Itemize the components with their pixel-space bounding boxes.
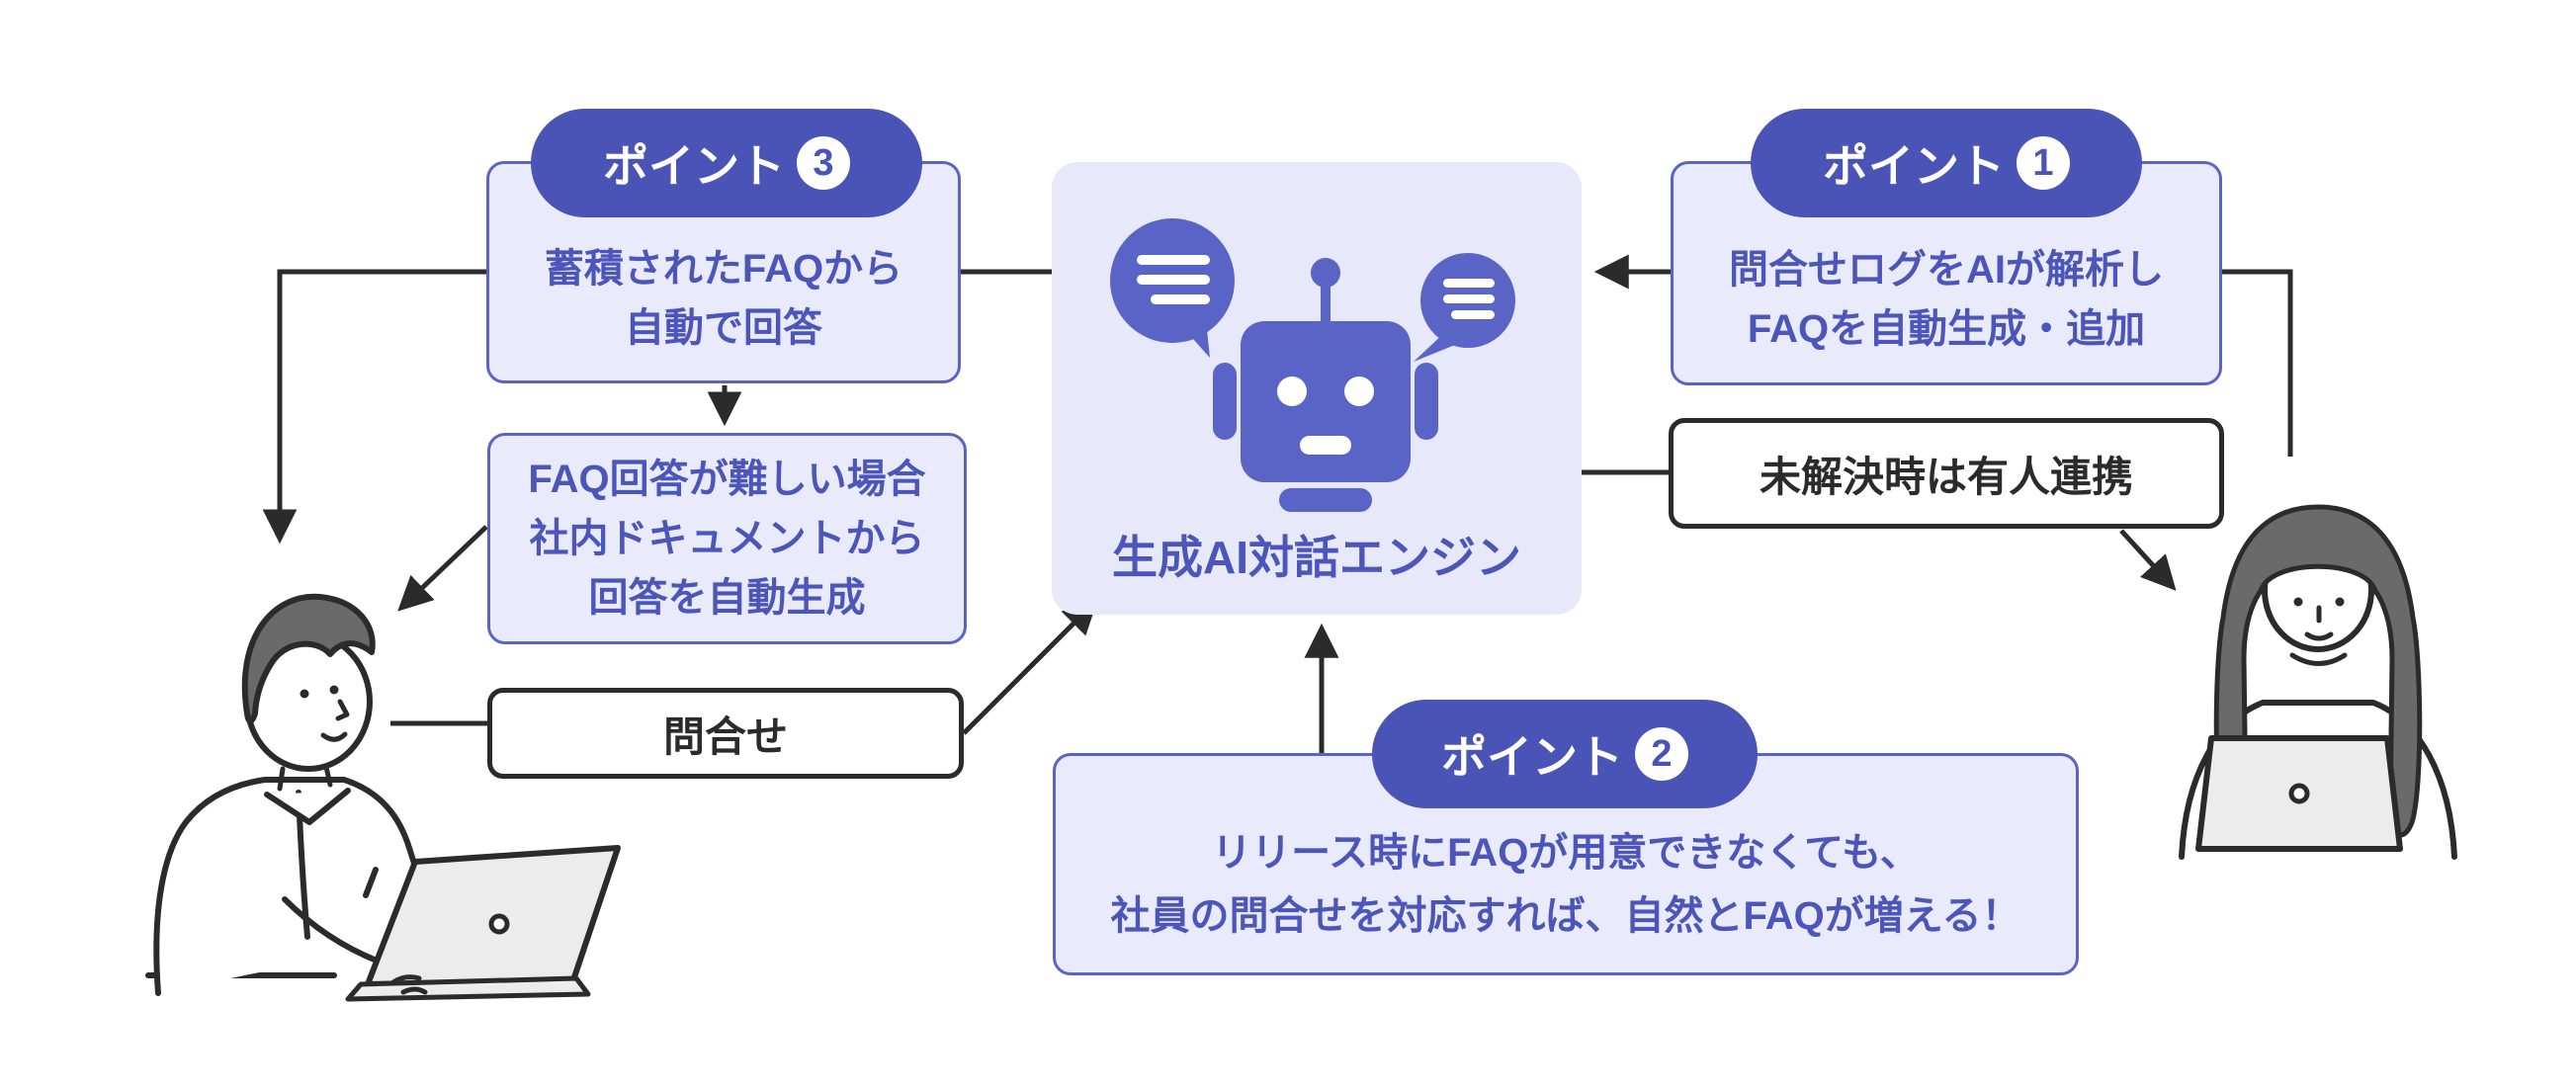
robot-icon [1110, 218, 1515, 512]
point1-text: 問合せログをAIが解析し FAQを自動生成・追加 [1729, 247, 2164, 351]
fallback-box: FAQ回答が難しい場合 社内ドキュメントから 回答を自動生成 [487, 433, 967, 644]
operator-at-laptop-illustration [2179, 504, 2457, 860]
connector-inquiry-to-engine [962, 599, 1098, 735]
point3-badge: ポイント 3 [531, 109, 922, 217]
point1-badge-label: ポイント [1823, 140, 2005, 192]
connector-fallback-to-employee [397, 525, 488, 612]
connector-point1-to-operator [2222, 269, 2293, 457]
point1-badge-number-icon: 1 [2017, 136, 2070, 190]
point3-text: 蓄積されたFAQから 自動で回答 [544, 246, 903, 350]
handoff-text: 未解決時は有人連携 [1759, 453, 2133, 500]
point2-badge-number-icon: 2 [1635, 727, 1688, 781]
inquiry-box: 問合せ [487, 688, 964, 779]
engine-box: 生成AI対話エンジン [1052, 162, 1582, 615]
connector-handoff-to-operator [2119, 529, 2177, 591]
point2-badge: ポイント 2 [1372, 700, 1758, 808]
speech-bubble-right-icon [1414, 253, 1515, 362]
point3-badge-label: ポイント [603, 140, 785, 192]
speech-bubble-left-icon [1110, 218, 1235, 358]
employee-at-laptop-illustration [145, 593, 621, 1002]
handoff-box: 未解決時は有人連携 [1669, 418, 2224, 529]
engine-label: 生成AI対話エンジン [1112, 532, 1521, 583]
point3-badge-number-icon: 3 [797, 136, 850, 190]
connector-point3-to-employee [262, 269, 486, 545]
point1-badge: ポイント 1 [1751, 109, 2142, 217]
fallback-text: FAQ回答が難しい場合 社内ドキュメントから 回答を自動生成 [528, 458, 926, 620]
point2-badge-label: ポイント [1441, 731, 1623, 783]
point2-text: リリース時にFAQが用意できなくても、 社員の問合せを対応すれば、自然とFAQが… [1110, 830, 2021, 938]
inquiry-text: 問合せ [662, 713, 788, 760]
